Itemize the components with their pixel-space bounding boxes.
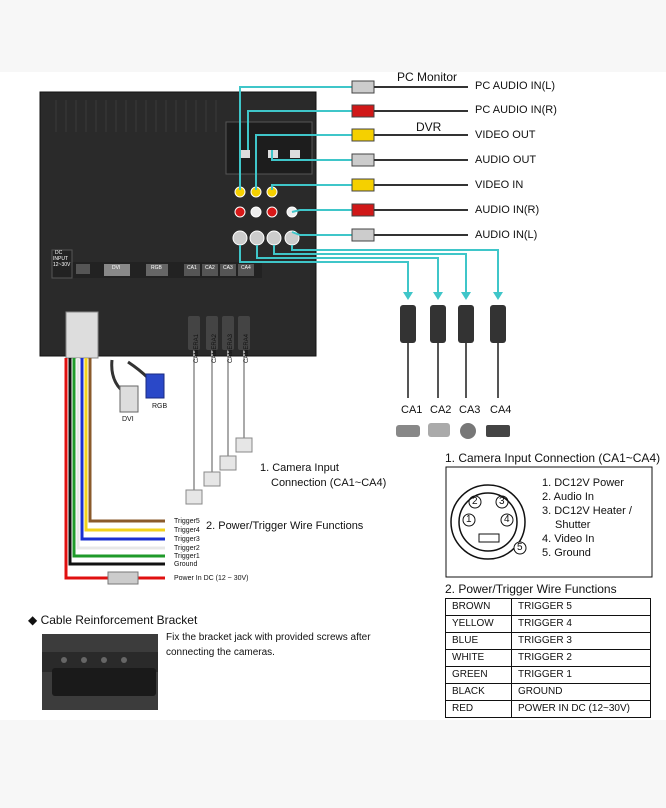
bracket-screws — [61, 657, 127, 663]
connector-label-dvi: DVI — [112, 265, 121, 271]
pin-desc: 2. Audio In — [542, 491, 594, 503]
bracket-jack — [52, 668, 156, 696]
camera-label: CA1 — [401, 404, 423, 416]
pin-number: 4 — [504, 514, 510, 525]
dc-input-label: DC — [55, 250, 63, 256]
camera-cable-label: CAMERA1 — [194, 333, 200, 363]
port-label: AUDIO IN(R) — [475, 204, 540, 216]
camera-callout-line1: 1. Camera Input — [260, 462, 339, 474]
dvr-title: DVR — [416, 120, 442, 134]
camera-cable-label: CAMERA2 — [212, 333, 218, 363]
diagram-canvas: PC Monitor DVR PC AUDIO IN(L) PC AUDIO I… — [0, 70, 666, 720]
ca4-port — [238, 264, 254, 276]
connector-label-ca1: CA1 — [187, 265, 197, 271]
dvi-port — [104, 264, 130, 276]
port-label: PC AUDIO IN(L) — [475, 80, 556, 92]
connector-label-rgb: RGB — [151, 265, 162, 271]
ca3-port — [220, 264, 236, 276]
camera-icons — [396, 423, 510, 439]
port-label: PC AUDIO IN(R) — [475, 104, 557, 116]
wire-label: Ground — [174, 561, 198, 568]
pin-desc: 1. DC12V Power — [542, 477, 624, 489]
camera-cable-connectors — [188, 316, 250, 350]
dc-input-label: 12~30V — [53, 262, 71, 268]
camera-input-title: 1. Camera Input Connection (CA1~CA4) — [445, 451, 661, 465]
bracket-title: ◆ Cable Reinforcement Bracket — [28, 613, 198, 627]
wire-functions-title: 2. Power/Trigger Wire Functions — [445, 582, 617, 596]
rca-leads — [374, 86, 468, 236]
port-label: VIDEO OUT — [475, 129, 536, 141]
ca1-port — [184, 264, 200, 276]
rgb-cable-label: RGB — [152, 403, 168, 410]
wire-label: Trigger1 — [174, 553, 200, 560]
pin-number: 3 — [499, 496, 505, 507]
bracket-desc: Fix the bracket jack with provided screw… — [166, 632, 371, 643]
port-label: VIDEO IN — [475, 179, 524, 191]
bracket-desc: connecting the cameras. — [166, 647, 275, 658]
dc-input-label: INPUT — [53, 256, 68, 262]
rca-plugs — [351, 80, 375, 242]
ca2-port — [202, 264, 218, 276]
wiring-diagram — [39, 80, 653, 710]
video-cables — [110, 359, 165, 413]
pinout-connector — [450, 484, 527, 560]
connector-label-ca4: CA4 — [241, 265, 251, 271]
pin-desc: 4. Video In — [542, 533, 595, 545]
camera-label: CA4 — [490, 404, 512, 416]
connector-label-ca2: CA2 — [205, 265, 215, 271]
power-harness-plug — [65, 311, 99, 359]
power-in-label: Power In DC (12 ~ 30V) — [174, 575, 249, 582]
arrow-heads — [403, 292, 503, 300]
camera-plugs — [400, 305, 506, 343]
bullet-icon: ◆ — [28, 613, 38, 627]
pin-number: 5 — [517, 542, 523, 553]
bnc-connectors — [232, 230, 300, 246]
pin-desc: 3. DC12V Heater / — [542, 505, 632, 517]
wire-label: Trigger5 — [174, 518, 200, 525]
port-pc-audio — [240, 150, 250, 158]
av-connector-block — [225, 121, 313, 175]
dc-jack — [76, 264, 90, 274]
camera-cables — [193, 350, 245, 490]
pin-desc: Shutter — [555, 519, 591, 531]
pin-number: 1 — [466, 514, 472, 525]
port-dvr-audio — [290, 150, 300, 158]
pc-monitor-title: PC Monitor — [397, 70, 458, 84]
pin-desc: 5. Ground — [542, 547, 591, 559]
camera-label: CA3 — [459, 404, 481, 416]
power-wires — [64, 358, 165, 580]
wire-label: Trigger4 — [174, 527, 200, 534]
port-label: AUDIO OUT — [475, 154, 537, 166]
wire-label: Trigger3 — [174, 536, 200, 543]
wire-label: Trigger2 — [174, 545, 200, 552]
camera-label: CA2 — [430, 404, 452, 416]
camera-callout-line2: Connection (CA1~CA4) — [271, 477, 387, 489]
dc-input-box — [51, 249, 73, 279]
pin-number: 2 — [472, 496, 478, 507]
inline-fuse — [107, 571, 139, 585]
dvi-cable-label: DVI — [122, 416, 134, 423]
camera-cable-label: CAMERA4 — [244, 333, 250, 363]
camera-cable-ends — [185, 437, 253, 505]
pinout-box — [445, 466, 653, 578]
output-routing-lines — [239, 86, 352, 236]
port-label: AUDIO IN(L) — [475, 229, 538, 241]
rca-jacks — [234, 186, 298, 218]
vent-slots — [55, 100, 217, 132]
camera-cable-label: CAMERA3 — [228, 333, 234, 363]
power-callout: 2. Power/Trigger Wire Functions — [206, 520, 364, 532]
camera-routing-lines — [239, 245, 499, 296]
rgb-port — [146, 264, 168, 276]
camera-leads — [407, 343, 499, 398]
connector-label-ca3: CA3 — [223, 265, 233, 271]
